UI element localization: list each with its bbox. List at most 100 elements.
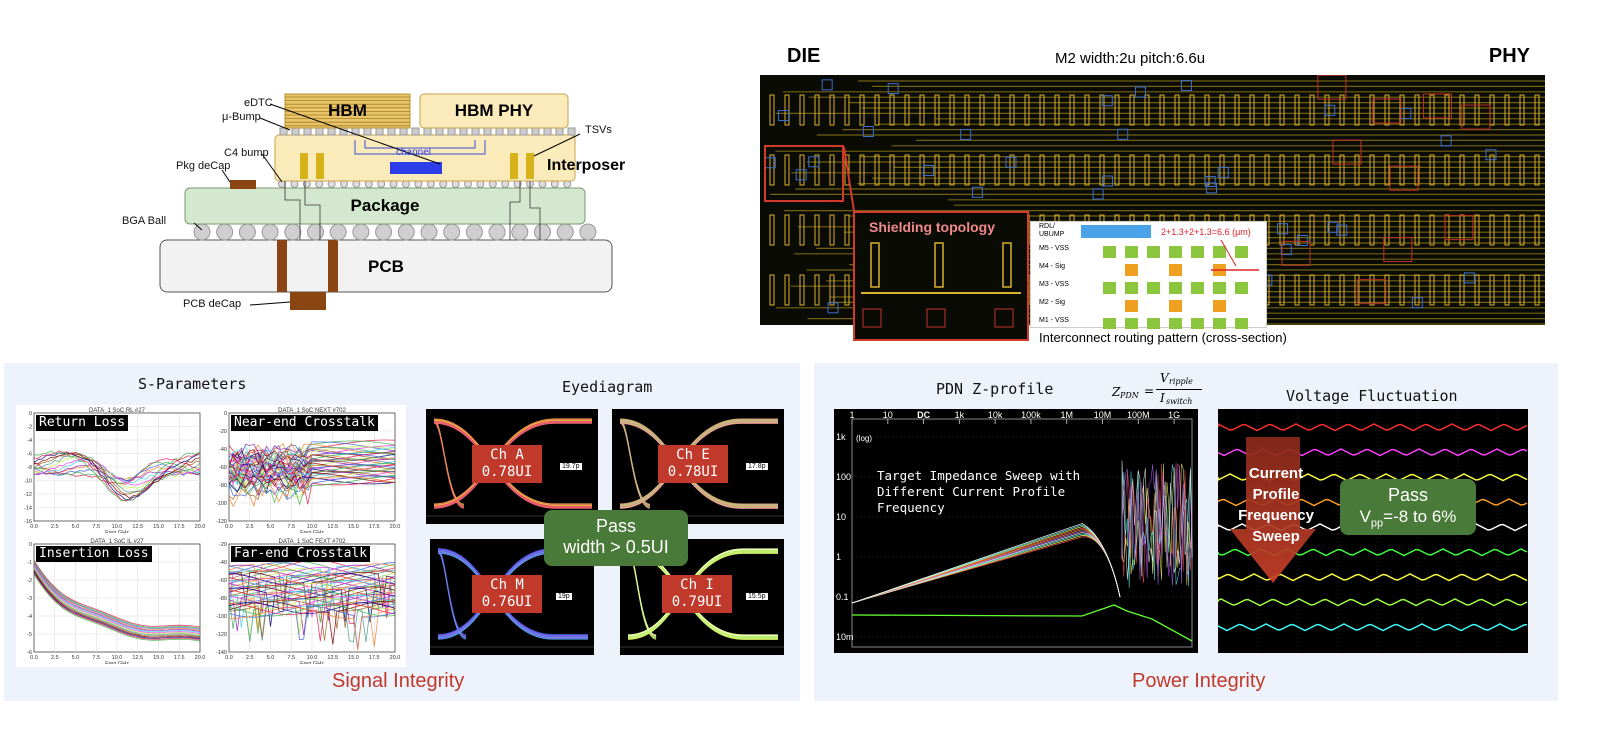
micro-bump — [291, 127, 300, 136]
micro-bump — [411, 127, 420, 136]
micro-bumps — [279, 127, 576, 136]
bga-ball — [488, 223, 506, 241]
sparam-ytick: -3 — [27, 596, 32, 602]
vpp-subscript: pp — [1370, 517, 1384, 530]
sparam-ytick: -12 — [24, 492, 32, 498]
sweep-arrow-text: Current Profile Frequency Sweep — [1238, 465, 1314, 545]
micro-bump — [435, 127, 444, 136]
signal-integrity-panel: S-Parameters Eyediagram 0-2-4-6-8-10-12-… — [4, 363, 800, 701]
micro-bump — [543, 127, 552, 136]
micro-bump — [519, 127, 528, 136]
shielding-art — [861, 242, 1021, 328]
sparam-xtick: 15.0 — [348, 655, 359, 661]
pdn-xtick: 1k — [955, 410, 965, 420]
sparam-ytick: -20 — [219, 429, 227, 435]
c4-bump — [340, 180, 348, 188]
c4-bump — [563, 180, 572, 188]
pcb-decap-callout: PCB deCap — [183, 298, 242, 310]
micro-bump — [327, 127, 336, 136]
sparam-ytick: -20 — [219, 542, 227, 548]
m2-spec: M2 width:2u pitch:6.6u — [1055, 50, 1206, 67]
sparam-header: DATA_1 SoC RL #27 — [89, 408, 146, 414]
sparam-xtick: 7.5 — [287, 655, 295, 661]
micro-bump — [279, 127, 288, 136]
bga-ball — [307, 223, 324, 241]
sparam-xtick: 12.5 — [327, 655, 338, 661]
sparam-xtick: 7.5 — [287, 524, 295, 530]
die-label: DIE — [787, 45, 821, 67]
eye-ui: 0.76UI — [481, 594, 533, 610]
stack-svg — [159, 93, 613, 310]
sparam-xtick: 20.0 — [390, 655, 401, 661]
micro-bump — [423, 127, 432, 136]
pcb-label: PCB — [368, 257, 404, 276]
bga-ball — [443, 223, 461, 241]
pdn-xtick: 10 — [883, 410, 893, 420]
sparam-xtick: 5.0 — [72, 655, 80, 661]
micro-bump — [459, 127, 468, 136]
pdn-note: Target Impedance Sweep with Different Cu… — [877, 468, 1081, 515]
sparam-label: Far-end Crosstalk — [231, 546, 371, 562]
sparam-ytick: -40 — [219, 560, 227, 566]
sparam-xtick: 10.0 — [307, 655, 318, 661]
c4-bump — [315, 180, 324, 188]
c4-bump — [352, 180, 361, 188]
c4-bump — [389, 180, 398, 188]
sparam-ytick: -40 — [219, 447, 227, 453]
sparam-ytick: -6 — [27, 650, 32, 656]
bga-ball — [579, 223, 597, 241]
sparam-xtick: 10.0 — [112, 655, 123, 661]
layer-m5: M5 - VSS — [1039, 245, 1069, 252]
micro-bump — [447, 127, 456, 136]
c4-bump — [290, 180, 299, 188]
pdn-xtick: DC — [917, 410, 930, 420]
shielding-inset: Shielding topology — [853, 211, 1029, 341]
hbm-phy-block — [419, 93, 569, 129]
tsv-4 — [526, 153, 534, 179]
si-section-title: Signal Integrity — [332, 670, 465, 692]
pdn-ytick: 0.1 — [836, 592, 849, 602]
sparam-ytick: -10 — [24, 479, 32, 485]
pkg-decap-callout: Pkg deCap — [176, 160, 231, 172]
sparam-xlabel: Freq GHz — [300, 530, 324, 533]
hbm-stack — [284, 93, 411, 129]
bga-ball — [375, 223, 393, 241]
sparam-xlabel: Freq GHz — [300, 661, 324, 664]
bga-ball — [329, 223, 347, 241]
tsvs-callout: TSVs — [585, 124, 612, 136]
layer-m4: M4 - Sig — [1039, 263, 1066, 270]
bga-ball — [238, 223, 256, 241]
sparam-xtick: 2.5 — [246, 655, 254, 661]
pdn-xtick: 100M — [1127, 410, 1150, 420]
c4-bumps — [278, 180, 572, 188]
i-switch-sub: switch — [1166, 397, 1193, 406]
sparam-ytick: -1 — [27, 560, 32, 566]
pcb-via-left — [277, 240, 287, 292]
sparam-ytick: -120 — [216, 519, 227, 525]
eye-ui: 0.79UI — [671, 594, 723, 610]
package-stack-diagram: HBM HBM PHY Interposer channel Package P… — [110, 90, 670, 320]
v-ripple-sub: ripple — [1169, 377, 1193, 386]
hbm-label: HBM — [328, 101, 367, 120]
sparam-xtick: 12.5 — [327, 524, 338, 530]
bga-callout: BGA Ball — [122, 215, 167, 227]
shielding-title: Shielding topology — [869, 219, 995, 235]
layer-rdl: RDL/ UBUMP — [1039, 223, 1065, 238]
edtc-callout: eDTC — [244, 97, 273, 109]
sparam-xtick: 20.0 — [195, 655, 206, 661]
sparam-xlabel: Freq GHz — [105, 530, 129, 533]
bga-ball — [465, 223, 483, 241]
eye-width-label: 17.8p — [746, 462, 768, 470]
eye-channel: Ch M — [490, 577, 524, 593]
layer-m1: M1 - VSS — [1039, 317, 1069, 324]
sparam-xtick: 7.5 — [92, 524, 100, 530]
sparam-xtick: 0.0 — [225, 655, 233, 661]
cross-section-caption: Interconnect routing pattern (cross-sect… — [1039, 330, 1287, 345]
vf-plot: Current Profile Frequency Sweep Pass Vpp… — [1217, 409, 1528, 653]
